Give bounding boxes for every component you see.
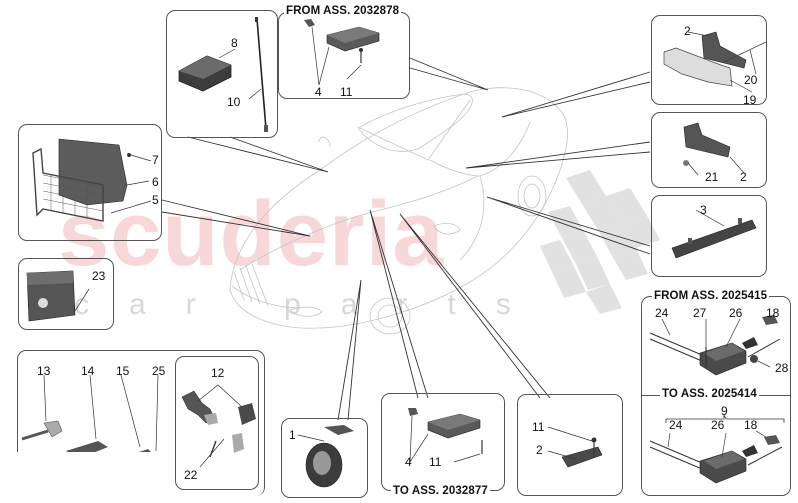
- callout-13: 13: [37, 364, 51, 378]
- callout-19: 19: [743, 93, 757, 107]
- watermark-subtitle: car parts: [74, 288, 551, 321]
- callout-11: 11: [429, 455, 442, 469]
- header-from-ass-2032878: FROM ASS. 2032878: [284, 5, 402, 17]
- callout-25: 25: [152, 364, 166, 378]
- callout-26: 26: [729, 306, 743, 320]
- panel-sensor-bracket[interactable]: 2 20 19: [651, 15, 767, 107]
- callout-4: 4: [315, 85, 322, 99]
- callout-11: 11: [532, 420, 545, 434]
- callout-11: 11: [340, 85, 353, 99]
- callout-10: 10: [227, 95, 241, 109]
- sensor-bottom-illustration: [547, 426, 603, 468]
- panel-alarm-module-antenna[interactable]: 8 10: [166, 10, 278, 138]
- ecu-illustration: [32, 138, 152, 222]
- siren-illustration: [297, 425, 354, 488]
- callout-6: 6: [152, 175, 159, 189]
- callout-12: 12: [211, 366, 225, 380]
- callout-22: 22: [184, 468, 198, 482]
- callout-14: 14: [81, 364, 95, 378]
- callout-8: 8: [231, 36, 238, 50]
- kit-from-group: [649, 315, 781, 376]
- callout-9: 9: [721, 404, 728, 418]
- callout-4: 4: [405, 455, 412, 469]
- callout-7: 7: [152, 153, 159, 167]
- panel-control-module-to[interactable]: 4 11: [381, 393, 505, 491]
- panel-sensor-bottom[interactable]: 11 2: [517, 394, 623, 496]
- lock-cylinder-illustration: [181, 384, 256, 468]
- callout-2: 2: [740, 170, 747, 184]
- callout-2: 2: [684, 24, 691, 38]
- alarm-module-illustration: [178, 17, 268, 132]
- callout-5: 5: [152, 193, 159, 207]
- panel-siren[interactable]: 1: [281, 418, 368, 498]
- control-module-illustration: [304, 19, 380, 86]
- panel-ecu-bracket[interactable]: 7 6 5: [18, 124, 162, 241]
- panel-owner-booklet[interactable]: 23: [18, 258, 114, 330]
- panel-control-module-from[interactable]: 4 11: [278, 12, 410, 99]
- callout-18: 18: [744, 418, 758, 432]
- callout-20: 20: [744, 73, 758, 87]
- callout-23: 23: [92, 269, 106, 283]
- callout-1: 1: [289, 428, 296, 442]
- header-from-ass-2025415: FROM ASS. 2025415: [652, 290, 770, 302]
- callout-26: 26: [711, 418, 725, 432]
- panel-sensor-side[interactable]: 21 2: [651, 112, 767, 188]
- car-outline: [229, 87, 568, 335]
- sensor-side-illustration: [683, 122, 745, 176]
- bar-sensor-illustration: [671, 209, 757, 259]
- sensor-bracket-illustration: [663, 31, 767, 93]
- kit-to-group: [649, 414, 785, 484]
- watermark-brand: scuderia: [58, 183, 445, 285]
- tpms-kit-illustration: [649, 315, 785, 484]
- booklet-illustration: [26, 270, 90, 322]
- header-to-ass-2025414: TO ASS. 2025414: [660, 388, 759, 400]
- callout-18: 18: [766, 306, 780, 320]
- callout-24: 24: [669, 418, 683, 432]
- control-module-to-illustration: [408, 408, 483, 464]
- callout-28: 28: [775, 361, 789, 375]
- callout-15: 15: [116, 364, 130, 378]
- callout-21: 21: [705, 170, 719, 184]
- keys-panel-mask: [14, 452, 162, 503]
- header-to-ass-2032877: TO ASS. 2032877: [391, 485, 490, 497]
- panel-bar-sensor[interactable]: 3: [651, 195, 767, 277]
- callout-27: 27: [693, 306, 707, 320]
- panel-tpms-kit[interactable]: 24 27 26 18 28 9 24 26 18: [641, 296, 791, 496]
- panel-lock-cylinders[interactable]: 12 22: [175, 356, 259, 490]
- callout-2: 2: [536, 443, 543, 457]
- leader-lines: [161, 57, 651, 421]
- callout-24: 24: [655, 306, 669, 320]
- callout-3: 3: [700, 203, 707, 217]
